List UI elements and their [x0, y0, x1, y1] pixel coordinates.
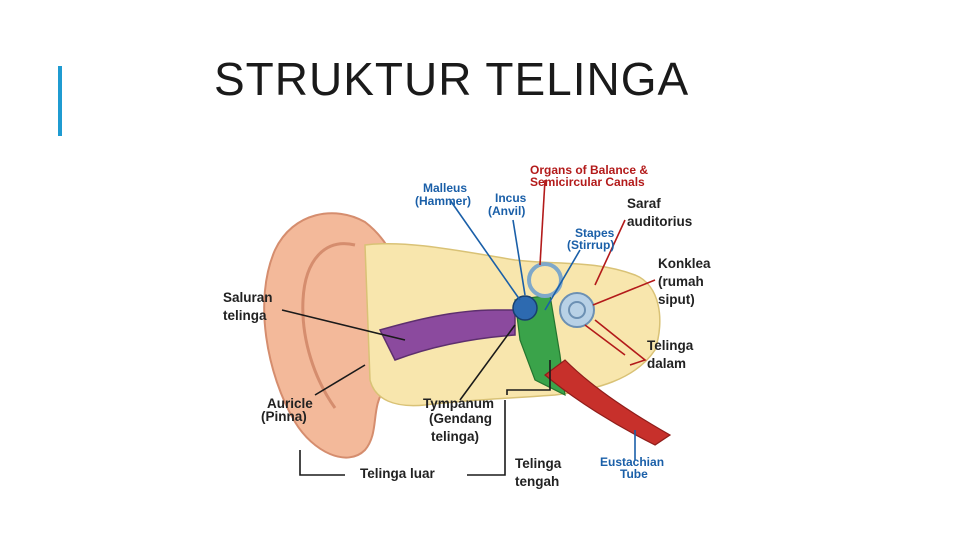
label-konklea-line3: siput) [658, 292, 695, 307]
label-incus-line1: Incus [495, 191, 527, 205]
eustachian-tube-shape [544, 359, 672, 446]
pinna-inner-fold [301, 242, 356, 409]
label-stapes: Stapes (Stirrup) [567, 226, 618, 252]
label-malleus-line1: Malleus [423, 181, 467, 195]
label-saluran-line2: telinga [223, 308, 267, 323]
label-konklea-line1: Konklea [658, 256, 711, 271]
label-auricle-line1: Auricle [267, 396, 313, 411]
ear-structure-diagram: Malleus (Hammer) Incus (Anvil) Organs of… [215, 150, 745, 500]
label-telinga-luar: Telinga luar [360, 466, 436, 481]
label-saraf: Saraf auditorius [627, 196, 692, 229]
label-organs-balance: Organs of Balance & Semicircular Canals [530, 163, 651, 189]
label-organs-line2: Semicircular Canals [530, 175, 645, 189]
cochlea-spiral [568, 301, 586, 319]
label-tympanum-line2: (Gendang [429, 411, 492, 426]
semicircular-canals-shape [527, 262, 563, 298]
label-saraf-line2: auditorius [627, 214, 692, 229]
label-telinga-tengah-line1: Telinga [515, 456, 562, 471]
label-tympanum: Tympanum (Gendang telinga) [423, 396, 498, 444]
label-stapes-line1: Stapes [575, 226, 615, 240]
label-telinga-luar-line1: Telinga luar [360, 466, 436, 481]
label-saluran: Saluran telinga [223, 290, 276, 323]
ear-canal-shape [378, 309, 516, 361]
ossicles-shape [512, 295, 538, 321]
slide-title: STRUKTUR TELINGA [214, 53, 690, 105]
label-incus: Incus (Anvil) [488, 191, 530, 218]
label-auricle-line2: (Pinna) [261, 409, 307, 424]
label-saluran-line1: Saluran [223, 290, 273, 305]
label-saraf-line1: Saraf [627, 196, 661, 211]
label-tympanum-line3: telinga) [431, 429, 479, 444]
label-telinga-dalam: Telinga dalam [647, 338, 697, 371]
label-konklea-line2: (rumah [658, 274, 704, 289]
label-eustachian-line2: Tube [620, 467, 648, 481]
label-telinga-dalam-line2: dalam [647, 356, 686, 371]
label-stapes-line2: (Stirrup) [567, 238, 614, 252]
label-malleus-line2: (Hammer) [415, 194, 471, 208]
label-malleus: Malleus (Hammer) [415, 181, 471, 208]
label-telinga-dalam-line1: Telinga [647, 338, 694, 353]
cochlea-shape [559, 292, 595, 328]
title-accent-bar [58, 66, 62, 136]
label-auricle: Auricle (Pinna) [261, 396, 317, 424]
label-organs-line1: Organs of Balance & [530, 163, 648, 177]
label-tympanum-line1: Tympanum [423, 396, 494, 411]
label-eustachian-line1: Eustachian [600, 455, 664, 469]
label-incus-line2: (Anvil) [488, 204, 525, 218]
label-konklea: Konklea (rumah siput) [658, 256, 714, 307]
label-telinga-tengah-line2: tengah [515, 474, 559, 489]
label-telinga-tengah: Telinga tengah [515, 456, 565, 489]
label-eustachian: Eustachian Tube [600, 455, 667, 481]
